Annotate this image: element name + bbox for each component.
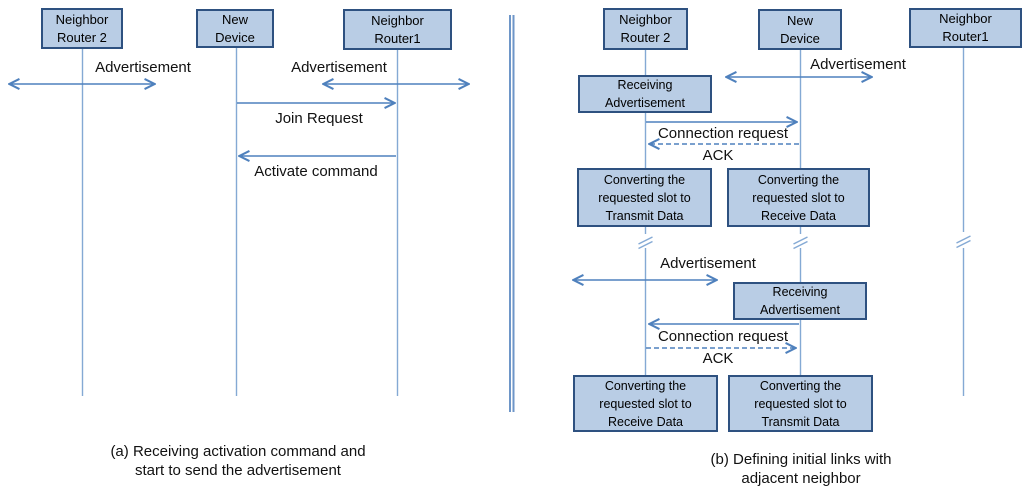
activity-box-converting-receive-top: Converting the requested slot to Receive… xyxy=(727,168,870,227)
break-mark-icon xyxy=(956,235,971,249)
arrows-panel-b xyxy=(574,77,871,348)
label-b-ack-bottom: ACK xyxy=(702,350,734,367)
break-mark-icon xyxy=(638,236,653,250)
label-b-connection-request-bottom: Connection request xyxy=(657,328,789,345)
label-a-advertisement-left: Advertisement xyxy=(95,59,191,76)
actor-box-b-new-device: New Device xyxy=(758,9,842,50)
break-mark-icon xyxy=(793,236,808,250)
label-a-advertisement-right: Advertisement xyxy=(291,59,387,76)
label-b-advertisement-top: Advertisement xyxy=(810,56,906,73)
actor-box-a-new-device: New Device xyxy=(196,9,274,48)
caption-panel-b: (b) Defining initial links with adjacent… xyxy=(710,451,892,487)
activity-box-converting-transmit-top: Converting the requested slot to Transmi… xyxy=(577,168,712,227)
activity-box-receiving-advertisement-bottom: Receiving Advertisement xyxy=(733,282,867,320)
caption-panel-a: (a) Receiving activation command and sta… xyxy=(110,443,366,479)
label-b-advertisement-bottom: Advertisement xyxy=(660,255,756,272)
lifeline-break-marks xyxy=(638,235,971,250)
arrows-panel-a xyxy=(10,84,468,156)
activity-box-receiving-advertisement-top: Receiving Advertisement xyxy=(578,75,712,113)
activity-box-converting-receive-bottom: Converting the requested slot to Receive… xyxy=(573,375,718,432)
actor-box-a-neighbor-router2: Neighbor Router 2 xyxy=(41,8,123,49)
label-a-join-request: Join Request xyxy=(275,110,363,127)
panel-separator xyxy=(509,15,515,412)
actor-box-b-neighbor-router2: Neighbor Router 2 xyxy=(603,8,688,50)
actor-box-b-neighbor-router1: Neighbor Router1 xyxy=(909,8,1022,48)
activity-box-converting-transmit-bottom: Converting the requested slot to Transmi… xyxy=(728,375,873,432)
label-b-ack-top: ACK xyxy=(702,147,734,164)
actor-box-a-neighbor-router1: Neighbor Router1 xyxy=(343,9,452,50)
label-a-activate-command: Activate command xyxy=(254,163,378,180)
label-b-connection-request-top: Connection request xyxy=(657,125,789,142)
